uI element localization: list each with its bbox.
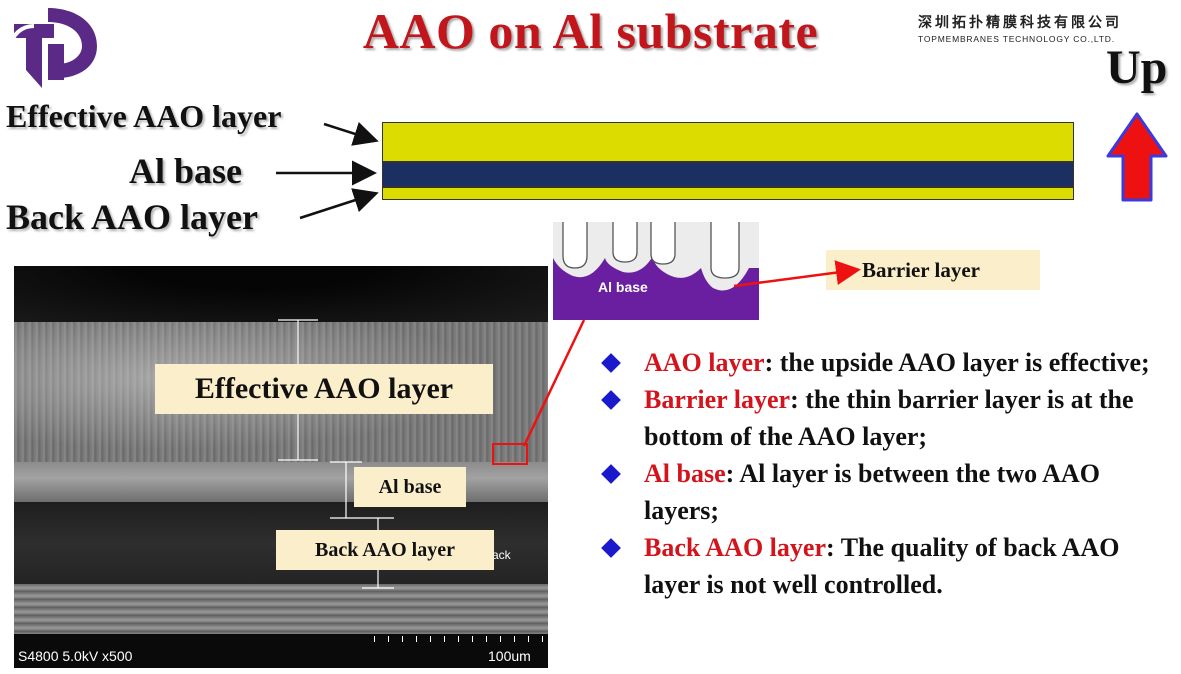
up-label: Up [1106, 41, 1168, 94]
diagram-effective-label: Effective AAO layer [6, 98, 282, 134]
bullet-term: Back AAO layer [644, 533, 826, 562]
highlight-to-inset-line [522, 319, 586, 447]
company-name-cn: 深圳拓扑精膜科技有限公司 [918, 15, 1122, 31]
effective-aao-layer-bar [382, 122, 1074, 162]
bullet-list: AAO layer: the upside AAO layer is effec… [600, 344, 1170, 603]
sem-al-label: Al base [354, 467, 466, 507]
diagram-back-label: Back AAO layer [6, 197, 258, 237]
barrier-layer-label: Barrier layer [826, 250, 1040, 290]
sem-info-text: S4800 5.0kV x500 [18, 648, 133, 664]
sem-scale-text: 100um [488, 648, 531, 664]
effective-pointer-arrow [323, 121, 379, 146]
bullet-item-back-aao-layer: Back AAO layer: The quality of back AAO … [600, 529, 1170, 603]
bullet-term: Al base [644, 459, 726, 488]
slide-title: AAO on Al substrate [362, 3, 819, 59]
sem-image: S4800 5.0kV x500 100um ack Effective AAO… [14, 266, 548, 668]
sem-back-label: Back AAO layer [276, 530, 494, 570]
bullet-text: : the upside AAO layer is effective; [764, 348, 1150, 377]
diagram-al-label: Al base [129, 151, 243, 191]
diamond-bullet-icon [601, 464, 621, 484]
company-name-en: TOPMEMBRANES TECHNOLOGY CO.,LTD. [918, 34, 1115, 44]
bullet-text: : The quality of back AAO layer is not w… [644, 533, 1120, 599]
diamond-bullet-icon [601, 353, 621, 373]
bullet-item-aao-layer: AAO layer: the upside AAO layer is effec… [600, 344, 1170, 381]
sem-scale-ticks [374, 636, 544, 642]
inset-al-label: Al base [598, 279, 648, 295]
bullet-item-al-base: Al base: Al layer is between the two AAO… [600, 455, 1170, 529]
bullet-text: : Al layer is between the two AAO layers… [644, 459, 1100, 525]
pore-inset-svg [553, 222, 759, 320]
back-aao-layer-bar [382, 187, 1074, 200]
diamond-bullet-icon [601, 538, 621, 558]
bullet-term: Barrier layer [644, 385, 791, 414]
sem-effective-label: Effective AAO layer [155, 364, 493, 414]
tp-logo-icon [8, 8, 97, 88]
barrier-highlight-box [492, 443, 528, 465]
sem-stray-text: ack [492, 548, 511, 562]
up-arrow-icon [1106, 112, 1168, 202]
pore-inset-diagram: Al base [553, 222, 759, 320]
bullet-text: : the thin barrier layer is at the botto… [644, 385, 1134, 451]
diamond-bullet-icon [601, 390, 621, 410]
barrier-pointer-arrow [733, 260, 861, 288]
bullet-item-barrier-layer: Barrier layer: the thin barrier layer is… [600, 381, 1170, 455]
diagram-pointer-arrows [276, 121, 379, 220]
bullet-term: AAO layer [644, 348, 765, 377]
al-base-layer-bar [382, 162, 1074, 187]
back-pointer-arrow [299, 188, 379, 220]
